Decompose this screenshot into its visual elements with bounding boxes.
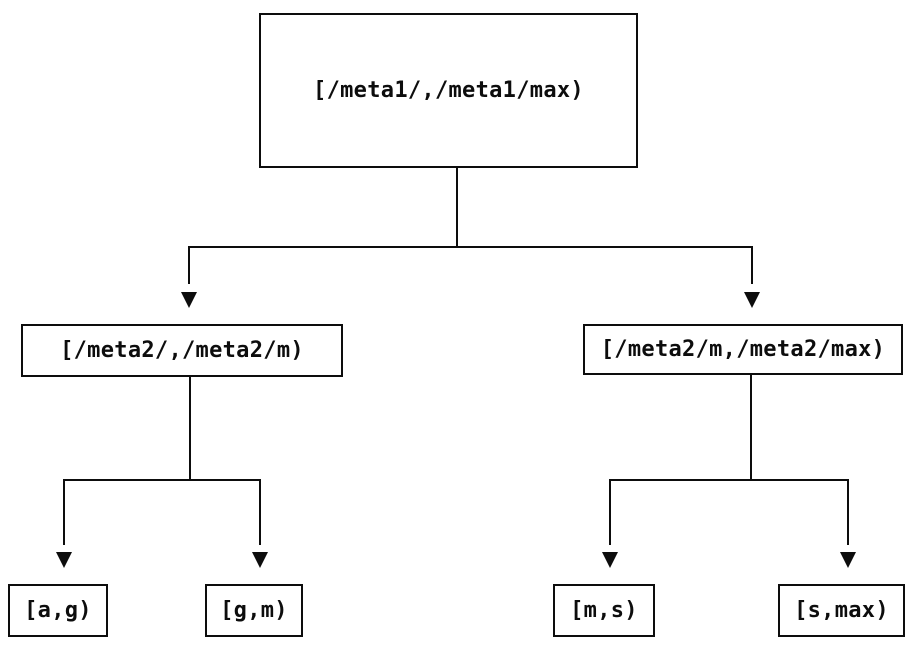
node-meta2-upper-label: [/meta2/m,/meta2/max) (600, 337, 886, 362)
arrowhead-to-leaf-smax (840, 552, 856, 568)
arrowhead-to-leaf-gm (252, 552, 268, 568)
node-leaf-smax-label: [s,max) (794, 598, 889, 623)
node-leaf-gm: [g,m) (205, 584, 303, 637)
node-leaf-ag: [a,g) (8, 584, 108, 637)
arrowhead-to-left (181, 292, 197, 308)
node-root: [/meta1/,/meta1/max) (259, 13, 638, 168)
node-leaf-ag-label: [a,g) (24, 598, 92, 623)
node-meta2-lower-label: [/meta2/,/meta2/m) (60, 338, 304, 363)
node-meta2-lower: [/meta2/,/meta2/m) (21, 324, 343, 377)
node-leaf-ms: [m,s) (553, 584, 655, 637)
arrowhead-to-leaf-ms (602, 552, 618, 568)
arrowhead-to-right (744, 292, 760, 308)
edge-right-branch (602, 375, 856, 568)
edge-left-branch (56, 377, 268, 568)
node-leaf-smax: [s,max) (778, 584, 905, 637)
edge-root-branch (181, 168, 760, 308)
node-root-label: [/meta1/,/meta1/max) (313, 78, 584, 103)
node-leaf-gm-label: [g,m) (220, 598, 288, 623)
arrowhead-to-leaf-ag (56, 552, 72, 568)
node-leaf-ms-label: [m,s) (570, 598, 638, 623)
node-meta2-upper: [/meta2/m,/meta2/max) (583, 324, 903, 375)
